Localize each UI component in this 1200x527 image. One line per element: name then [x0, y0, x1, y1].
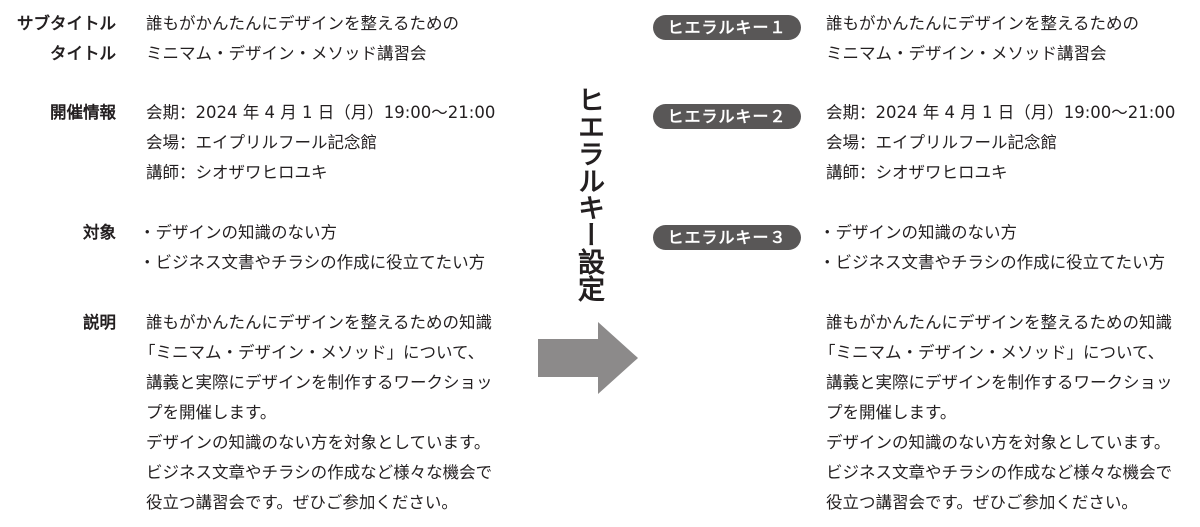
hierarchy-badge-2: ヒエラルキー２ [653, 104, 801, 129]
subtitle-label: サブタイトル [17, 14, 116, 33]
level2-line: 会期：2024 年 4 月 1 日（月）19:00〜21:00 [826, 103, 1176, 122]
hierarchy-setting-title: ヒエラルキー設定 [573, 86, 604, 302]
description-line: 誰もがかんたんにデザインを整えるための知識 [146, 313, 493, 332]
level1-line: ミニマム・デザイン・メソッド講習会 [826, 44, 1107, 63]
right-arrow-icon [538, 322, 638, 394]
description-line: 「ミニマム・デザイン・メソッド」について、 [139, 343, 485, 362]
description-line: デザインの知識のない方を対象としています。 [146, 433, 491, 452]
info-line: 会場：エイプリルフール記念館 [146, 133, 377, 152]
info-line: 会期：2024 年 4 月 1 日（月）19:00〜21:00 [146, 103, 496, 122]
description-line: 役立つ講習会です。ぜひご参加ください。 [146, 493, 458, 512]
subtitle-text: 誰もがかんたんにデザインを整えるための [146, 14, 460, 33]
hierarchy-badge-1: ヒエラルキー１ [653, 15, 801, 40]
level3-line: ・ビジネス文書やチラシの作成に役立てたい方 [819, 253, 1166, 272]
description-line: プを開催します。 [146, 403, 277, 422]
info-label: 開催情報 [50, 103, 116, 122]
description-line: デザインの知識のない方を対象としています。 [826, 433, 1171, 452]
hierarchy-badge-3: ヒエラルキー３ [653, 225, 801, 250]
level3-line: ・デザインの知識のない方 [819, 223, 1017, 242]
description-line: 講義と実際にデザインを制作するワークショッ [826, 373, 1173, 392]
title-text: ミニマム・デザイン・メソッド講習会 [146, 44, 427, 63]
target-label: 対象 [83, 223, 116, 242]
info-line: 講師：シオザワヒロユキ [146, 163, 328, 182]
level2-line: 講師：シオザワヒロユキ [826, 163, 1008, 182]
description-line: ビジネス文章やチラシの作成など様々な機会で [826, 463, 1173, 482]
target-line: ・デザインの知識のない方 [139, 223, 337, 242]
description-line: 「ミニマム・デザイン・メソッド」について、 [819, 343, 1165, 362]
description-line: 講義と実際にデザインを制作するワークショッ [146, 373, 493, 392]
level1-line: 誰もがかんたんにデザインを整えるための [826, 14, 1140, 33]
description-line: プを開催します。 [826, 403, 957, 422]
description-line: ビジネス文章やチラシの作成など様々な機会で [146, 463, 493, 482]
title-label: タイトル [50, 44, 116, 63]
description-label: 説明 [83, 313, 116, 332]
target-line: ・ビジネス文書やチラシの作成に役立てたい方 [139, 253, 486, 272]
description-line: 誰もがかんたんにデザインを整えるための知識 [826, 313, 1173, 332]
level2-line: 会場：エイプリルフール記念館 [826, 133, 1057, 152]
description-line: 役立つ講習会です。ぜひご参加ください。 [826, 493, 1138, 512]
